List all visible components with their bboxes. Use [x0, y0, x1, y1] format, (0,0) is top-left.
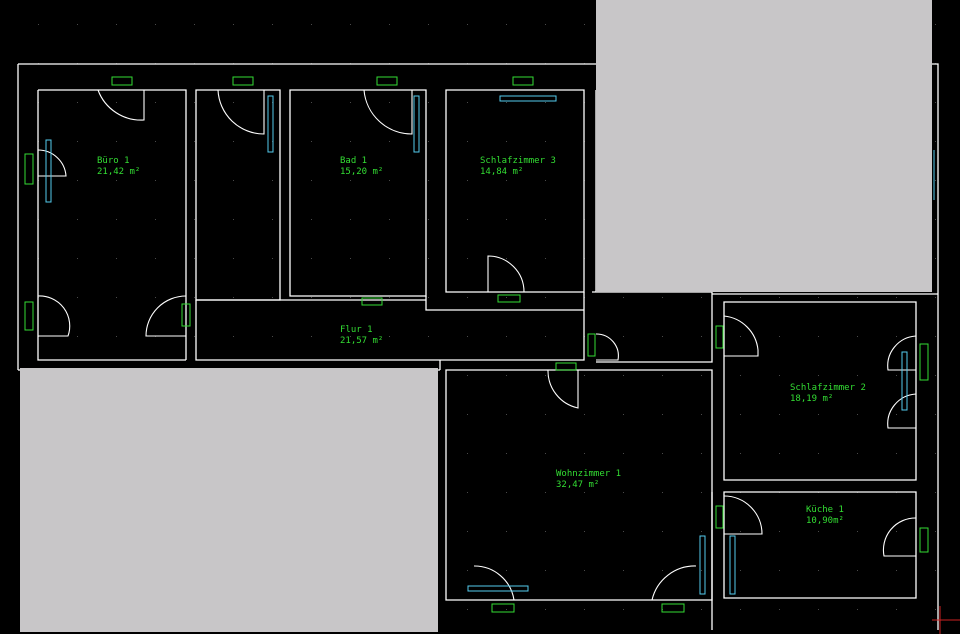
room-name: Flur 1 — [340, 325, 373, 335]
door-wohn-bottom-right — [651, 565, 697, 601]
marker-schlaf2-left — [715, 325, 724, 349]
marker-zimmer2-top — [232, 76, 254, 86]
marker-wohn-bottom-left — [491, 603, 515, 613]
door-bad-top — [363, 89, 413, 135]
marker-flur-right — [587, 333, 596, 357]
window-bad — [413, 95, 420, 153]
door-kueche-right — [882, 517, 917, 557]
door-buero-flur — [145, 295, 187, 337]
door-wohn-top — [547, 369, 579, 409]
inner-wall-top — [37, 89, 187, 361]
marker-schlaf3-bottom — [497, 294, 521, 303]
room-area: 21,57 m² — [340, 336, 383, 346]
window-schlaf2 — [901, 351, 908, 411]
window-wohn-right — [699, 535, 706, 595]
room-area: 10,90m² — [806, 516, 844, 526]
window-schlaf3 — [499, 95, 557, 102]
door-kueche-left — [723, 495, 763, 535]
window-wohn-bottom — [467, 585, 529, 592]
marker-buero-top — [111, 76, 133, 86]
room-kueche[interactable]: Küche 1 10,90m² — [806, 505, 844, 526]
wall-flur — [195, 292, 585, 370]
marker-bad-bottom — [361, 297, 383, 306]
marker-kueche-right — [919, 527, 929, 553]
door-flur-right — [595, 333, 619, 361]
room-area: 14,84 m² — [480, 167, 523, 177]
wall-bad-inner — [289, 89, 427, 297]
room-wohnzimmer[interactable]: Wohnzimmer 1 32,47 m² — [556, 469, 621, 490]
doors — [37, 89, 917, 601]
room-area: 18,19 m² — [790, 394, 833, 404]
door-zimmer2-top — [217, 89, 265, 135]
marker-schlaf3-top — [512, 76, 534, 86]
room-schlafzimmer-3[interactable]: Schlafzimmer 3 14,84 m² — [480, 156, 556, 177]
door-buero-top — [97, 89, 145, 121]
overlay-block-top-right — [596, 0, 932, 292]
marker-bad-top — [376, 76, 398, 86]
room-schlafzimmer-2[interactable]: Schlafzimmer 2 18,19 m² — [790, 383, 866, 404]
marker-wohn-bottom-right — [661, 603, 685, 613]
windows — [45, 95, 935, 595]
room-name: Bad 1 — [340, 156, 367, 166]
door-schlaf2-left — [723, 315, 759, 357]
room-flur[interactable]: Flur 1 21,57 m² — [340, 325, 383, 346]
wall-schlaf2 — [712, 293, 938, 481]
wall-kueche — [711, 491, 917, 630]
door-schlaf2-right — [887, 335, 917, 429]
room-area: 32,47 m² — [556, 480, 599, 490]
wall-schlaf3 — [445, 89, 585, 293]
room-name: Küche 1 — [806, 505, 844, 515]
window-zimmer2 — [267, 95, 274, 153]
marker-schlaf2-right — [919, 343, 929, 381]
room-area: 21,42 m² — [97, 167, 140, 177]
room-buero[interactable]: Büro 1 21,42 m² — [97, 156, 140, 177]
window-buero — [45, 139, 52, 203]
marker-wohn-top — [555, 362, 577, 371]
marker-buero-flur — [181, 303, 191, 327]
wall-bad — [195, 89, 281, 301]
room-bad[interactable]: Bad 1 15,20 m² — [340, 156, 383, 177]
marker-buero-left2 — [24, 301, 34, 331]
door-wohn-bottom-left — [473, 565, 515, 601]
door-schlaf3 — [487, 255, 525, 293]
door-buero-left — [37, 149, 67, 177]
green-symbols — [24, 76, 929, 613]
room-name: Schlafzimmer 2 — [790, 383, 866, 393]
room-name: Schlafzimmer 3 — [480, 156, 556, 166]
window-kueche — [729, 535, 736, 595]
crosshair-cursor — [932, 606, 960, 634]
room-name: Büro 1 — [97, 156, 130, 166]
room-area: 15,20 m² — [340, 167, 383, 177]
room-name: Wohnzimmer 1 — [556, 469, 621, 479]
room-labels: Büro 1 21,42 m² Bad 1 15,20 m² Schlafzim… — [97, 156, 866, 526]
marker-buero-left — [24, 153, 34, 185]
marker-kueche-left — [715, 505, 724, 529]
overlay-block-bottom-left — [20, 368, 438, 632]
door-buero-left2 — [37, 295, 71, 337]
